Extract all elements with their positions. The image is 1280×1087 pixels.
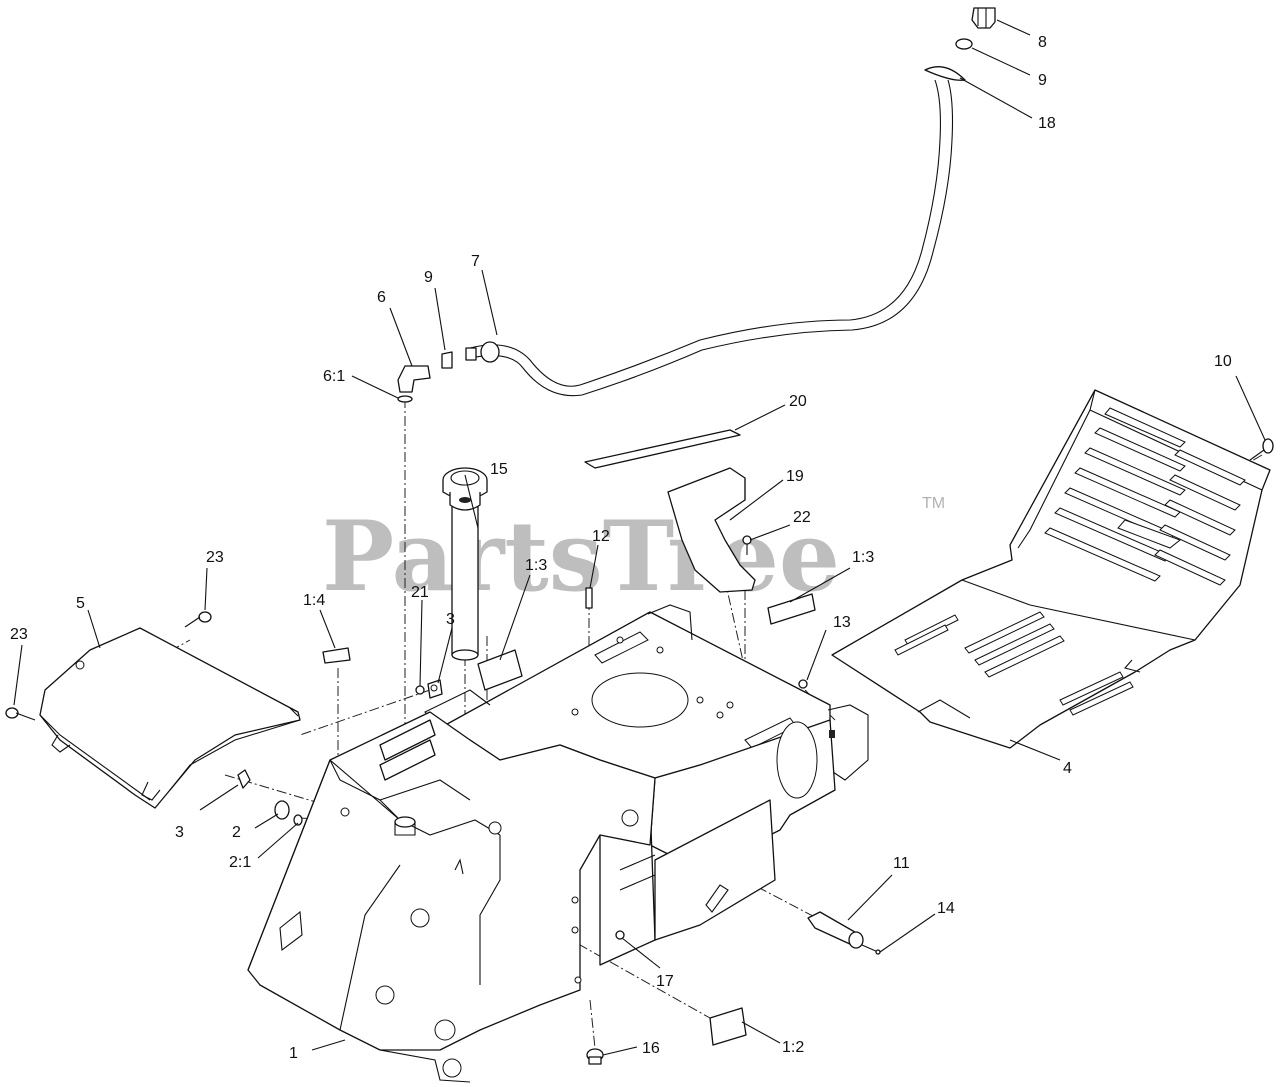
callout-1: 1: [289, 1045, 298, 1062]
label-1-4: [322, 647, 351, 664]
leader-lines: [13, 19, 1266, 1056]
bushing-2: [274, 800, 303, 826]
callout-23-left: 23: [10, 626, 28, 643]
cap-16: [586, 1048, 604, 1065]
callout-20: 20: [789, 393, 807, 410]
bracket-19: [667, 467, 756, 593]
callout-5: 5: [76, 595, 85, 612]
callout-6-1: 6:1: [323, 368, 345, 385]
pin-11: [807, 911, 864, 949]
callout-1-3-left: 1:3: [525, 557, 547, 574]
callout-18: 18: [1038, 115, 1056, 132]
callout-23-top: 23: [206, 549, 224, 566]
floor-plate-slots: [894, 407, 1246, 716]
callout-17: 17: [656, 973, 674, 990]
fuel-cap: [924, 7, 996, 81]
callout-2: 2: [232, 824, 241, 841]
watermark-trademark: TM: [922, 495, 945, 512]
callout-3-left: 3: [175, 824, 184, 841]
callout-1-2: 1:2: [782, 1039, 804, 1056]
watermark-text: PartsTree: [322, 500, 840, 613]
floor-plate: [831, 389, 1271, 749]
callout-10: 10: [1214, 353, 1232, 370]
callout-11: 11: [893, 855, 910, 872]
fastener-10: [1249, 438, 1274, 461]
callout-8: 8: [1038, 34, 1047, 51]
callout-15: 15: [490, 461, 508, 478]
callout-16: 16: [642, 1040, 660, 1057]
callout-14: 14: [937, 900, 955, 917]
nut-13: [798, 679, 808, 689]
callout-1-3-right: 1:3: [852, 549, 874, 566]
callout-6: 6: [377, 289, 386, 306]
label-1-3-right: [767, 593, 816, 625]
clip-3-center: [427, 679, 443, 699]
callout-9-top: 9: [1038, 72, 1047, 89]
fuel-hose: [465, 79, 954, 397]
callout-3-center: 3: [446, 611, 455, 628]
pin-12: [585, 587, 593, 609]
elbow-fitting: [397, 351, 453, 403]
callouts: 1 1:2 1:3 1:3 1:4 2 2:1 3 3 4 5 6 6:1 7 …: [10, 34, 1232, 1062]
pin-14: [861, 944, 881, 955]
fuel-tube: [442, 467, 488, 661]
label-1-3-left: [477, 649, 523, 691]
fastener-23-top: [184, 611, 212, 628]
frame-center-hole: [591, 672, 689, 728]
callout-4: 4: [1063, 760, 1072, 777]
callout-9-bottom: 9: [424, 269, 433, 286]
fastener-23-left: [5, 707, 36, 721]
clip-3-left: [237, 769, 251, 789]
label-1-2: [709, 1007, 747, 1046]
main-frame: [247, 604, 869, 1083]
callout-1-4: 1:4: [303, 592, 325, 609]
callout-13: 13: [833, 614, 851, 631]
washer-21: [415, 685, 425, 695]
callout-21: 21: [411, 584, 429, 601]
callout-12: 12: [592, 528, 610, 545]
callout-2-1: 2:1: [229, 854, 251, 871]
callout-7: 7: [471, 253, 480, 270]
nut-17: [615, 930, 625, 940]
side-cover: [39, 627, 301, 809]
callout-19: 19: [786, 468, 804, 485]
strip-20: [584, 429, 741, 469]
callout-22: 22: [793, 509, 811, 526]
